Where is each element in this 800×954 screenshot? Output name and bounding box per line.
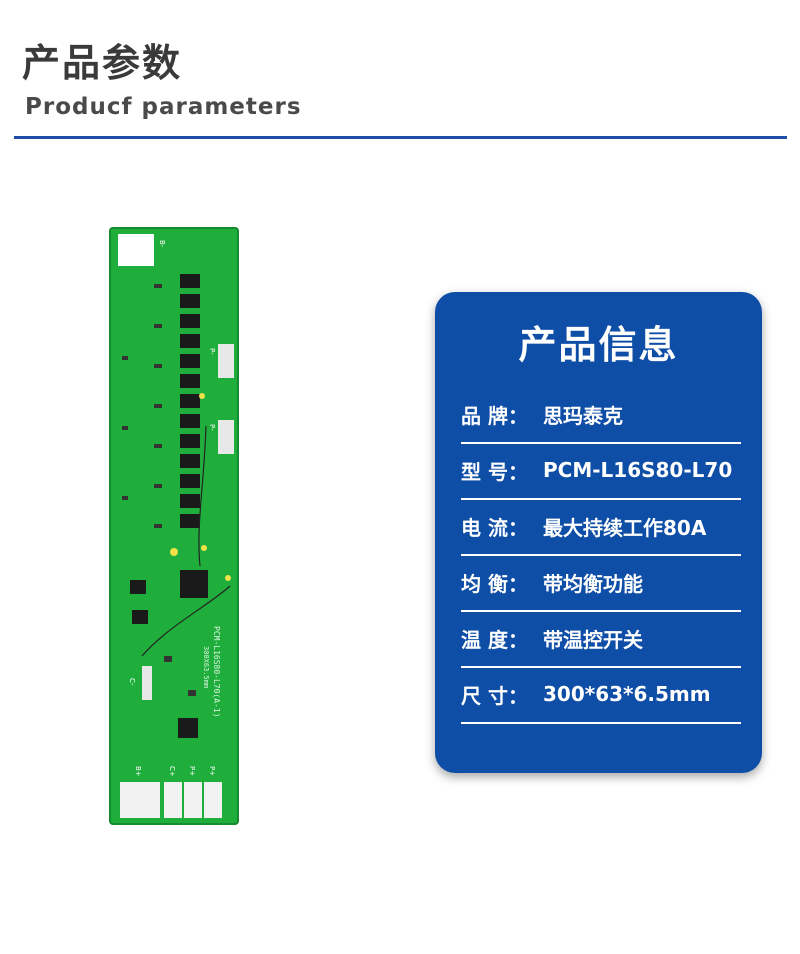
spec-value-brand: 思玛泰克 (543, 403, 623, 428)
page-title: 产品参数 (22, 41, 183, 85)
pcb-size-silk: 300X63.5mm (202, 646, 210, 688)
product-info-card: 产品信息 品 牌： 思玛泰克 型 号： PCM-L16S80-L70 电 流： … (435, 292, 762, 773)
spec-value-current: 最大持续工作80A (543, 515, 707, 540)
card-title: 产品信息 (518, 323, 679, 367)
spec-value-balance: 带均衡功能 (543, 571, 643, 596)
pcb-label-b-plus: B+ (134, 766, 142, 777)
spec-value-temperature: 带温控开关 (543, 627, 643, 652)
spec-key-brand: 品 牌： (461, 403, 528, 428)
spec-key-current: 电 流： (461, 515, 528, 540)
spec-row-model: 型 号： PCM-L16S80-L70 (461, 442, 741, 500)
spec-row-size: 尺 寸： 300*63*6.5mm (461, 666, 741, 724)
pcb-label-b-minus: B- (158, 240, 166, 248)
pcb-label-c-plus: C+ (168, 766, 176, 777)
spec-row-current: 电 流： 最大持续工作80A (461, 498, 741, 556)
spec-value-model: PCM-L16S80-L70 (543, 458, 733, 482)
spec-key-balance: 均 衡： (461, 571, 528, 596)
pcb-label-c-minus: C- (128, 678, 136, 686)
page-subtitle: Producf parameters (25, 94, 302, 120)
pcb-label-p-minus-2: P- (208, 424, 216, 431)
pcb-label-p-plus-2: P+ (208, 766, 216, 776)
spec-value-size: 300*63*6.5mm (543, 682, 711, 706)
pcb-model-silk: PCM-L16S80-L70(A-1) (212, 626, 221, 718)
title-divider (14, 136, 787, 139)
spec-key-size: 尺 寸： (461, 683, 528, 708)
spec-row-balance: 均 衡： 带均衡功能 (461, 554, 741, 612)
pcb-label-p-minus-1: P- (208, 348, 216, 355)
spec-row-brand: 品 牌： 思玛泰克 (461, 386, 741, 444)
pcb-label-p-plus-1: P+ (188, 766, 196, 776)
pcb-board-image: PCM-L16S80-L70(A-1) 300X63.5mm B- P- P- … (108, 226, 240, 826)
spec-key-model: 型 号： (461, 459, 528, 484)
spec-row-temperature: 温 度： 带温控开关 (461, 610, 741, 668)
spec-key-temperature: 温 度： (461, 627, 528, 652)
